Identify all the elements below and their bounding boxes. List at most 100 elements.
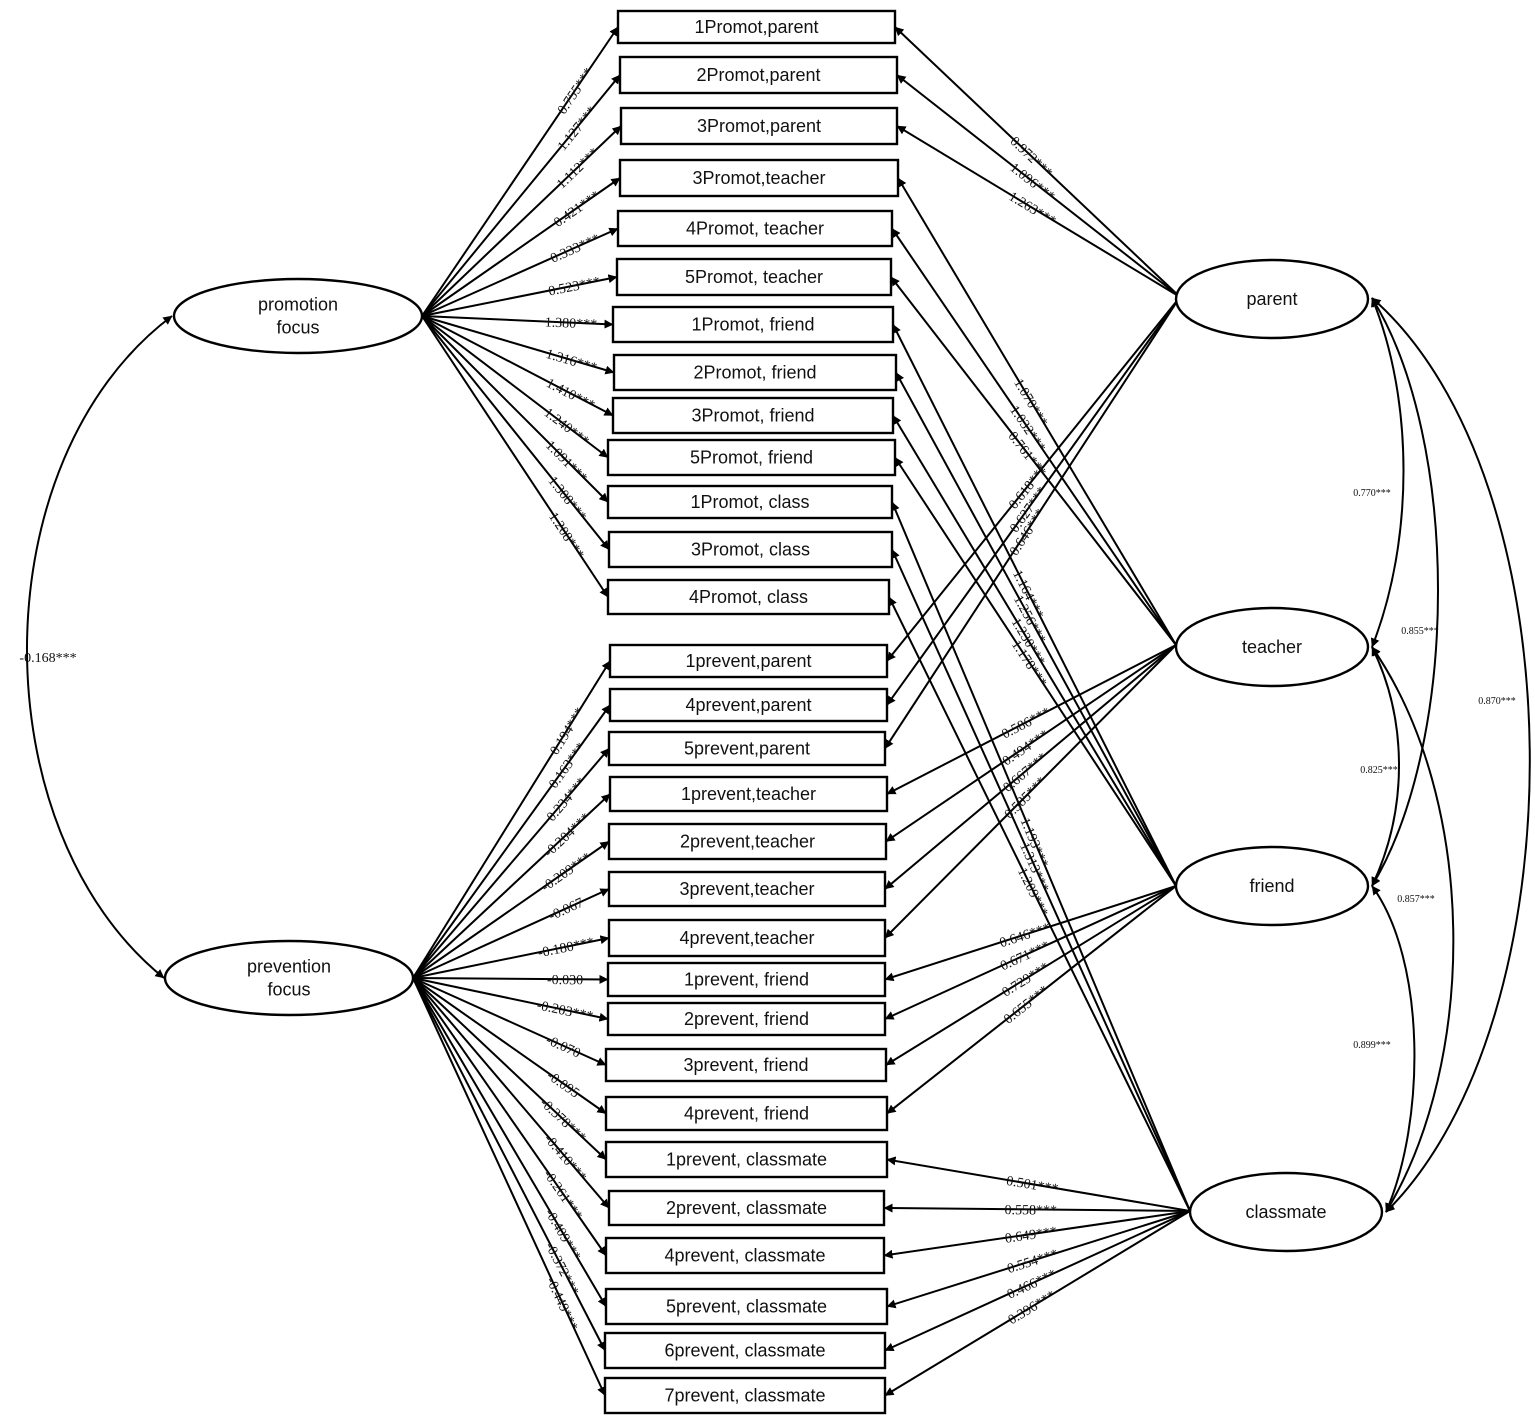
focus-loading-path xyxy=(412,888,610,979)
indicator-box xyxy=(604,1095,889,1132)
indicator-label: 1prevent,teacher xyxy=(681,784,816,804)
latent-label: focus xyxy=(276,318,319,338)
latent-ellipse xyxy=(1174,606,1370,688)
indicator-label: 1prevent,parent xyxy=(685,651,811,671)
source-loading-path xyxy=(883,1210,1191,1259)
focus-loading-path xyxy=(421,315,609,503)
correlation-label-parent-classmate: 0.870*** xyxy=(1478,696,1516,707)
indicator-label: 5prevent, classmate xyxy=(666,1297,827,1317)
indicator-box xyxy=(616,9,897,45)
loading-path-layer xyxy=(412,26,1191,1397)
indicator-box xyxy=(616,209,894,248)
indicator-3promot-class: 3Promot, class xyxy=(607,530,894,569)
latent-label: focus xyxy=(267,980,310,1000)
latent-ellipse xyxy=(172,277,424,355)
source-loading-path xyxy=(894,456,1177,887)
source-loading-path xyxy=(896,125,1181,298)
focus-loading-path xyxy=(421,26,619,317)
indicator-box xyxy=(606,1001,887,1037)
indicator-2promot-parent: 2Promot,parent xyxy=(618,55,899,95)
latent-promotion: promotion focus xyxy=(172,277,424,355)
indicator-box xyxy=(606,961,887,998)
source-loading-path xyxy=(885,885,1177,1066)
latent-classmate: classmate xyxy=(1188,1171,1384,1253)
indicator-label: 2Promot, friend xyxy=(693,363,816,383)
source-loading-path xyxy=(890,276,1177,646)
indicator-box xyxy=(603,1376,887,1415)
source-loading-path xyxy=(894,26,1181,298)
source-loading-path xyxy=(897,177,1177,646)
focus-loading-path xyxy=(421,315,609,598)
source-loading-path xyxy=(892,414,1177,887)
source-loading-path xyxy=(891,501,1191,1212)
source-loading-path xyxy=(891,227,1177,646)
source-loading-path xyxy=(886,296,1181,662)
correlation-arc-parent-friend xyxy=(1371,297,1439,887)
indicator-box xyxy=(604,1047,888,1083)
indicator-box xyxy=(618,55,899,95)
indicator-2prevent-friend: 2prevent, friend xyxy=(606,1001,887,1037)
source-loading-path xyxy=(892,324,1177,887)
focus-loading-path xyxy=(421,74,621,317)
focus-loading-path xyxy=(412,977,607,1161)
indicator-3promot-friend: 3Promot, friend xyxy=(611,396,895,435)
indicator-box xyxy=(604,1140,889,1179)
indicator-label: 3Promot,parent xyxy=(697,116,821,136)
source-loading-path xyxy=(885,644,1177,843)
source-loading-path xyxy=(884,1210,1191,1352)
focus-loading-label: -0.095 xyxy=(544,1068,582,1101)
source-loading-label: 0.649*** xyxy=(1004,1224,1058,1246)
latent-label: prevention xyxy=(247,957,331,977)
indicator-label: 4prevent,parent xyxy=(685,695,811,715)
indicator-label: 3prevent,teacher xyxy=(679,879,814,899)
latent-label: promotion xyxy=(258,295,338,315)
focus-loading-path xyxy=(412,974,609,984)
focus-loading-label: -0.070 xyxy=(543,1033,582,1062)
indicator-box xyxy=(618,158,900,198)
focus-loading-label: 0.523*** xyxy=(547,275,601,300)
indicator-label: 4Promot, teacher xyxy=(686,219,824,239)
focus-loading-path xyxy=(421,227,619,317)
focus-loading-path xyxy=(412,704,611,979)
focus-loading-label: -0.067 xyxy=(547,896,586,925)
correlation-arc-friend-classmate xyxy=(1371,885,1416,1213)
latent-ellipse xyxy=(163,939,415,1017)
indicator-label: 5prevent,parent xyxy=(684,739,810,759)
source-loading-path xyxy=(886,1210,1191,1309)
indicator-label: 4prevent, classmate xyxy=(664,1246,825,1266)
latent-ellipse xyxy=(1174,845,1370,927)
focus-loading-path xyxy=(412,840,610,979)
latent-parent: parent xyxy=(1174,258,1370,340)
focus-loading-label: -0.180*** xyxy=(537,935,596,961)
latent-label: friend xyxy=(1249,876,1294,896)
focus-loading-path xyxy=(412,977,609,1022)
indicator-box xyxy=(606,438,897,477)
indicator-3prevent-teacher: 3prevent,teacher xyxy=(607,870,887,908)
indicator-box xyxy=(608,775,889,813)
focus-loading-path xyxy=(421,274,618,317)
indicator-1prevent-classmate: 1prevent, classmate xyxy=(604,1140,889,1179)
indicator-box xyxy=(611,396,895,435)
source-loading-path xyxy=(891,549,1191,1212)
indicator-3prevent-friend: 3prevent, friend xyxy=(604,1047,888,1083)
indicator-label: 3Promot,teacher xyxy=(692,168,825,188)
focus-loading-path xyxy=(412,977,610,1209)
indicator-label: 2Promot,parent xyxy=(696,65,820,85)
correlation-arc-teacher-classmate xyxy=(1371,646,1455,1213)
focus-loading-path xyxy=(421,315,614,417)
source-loading-path xyxy=(886,1156,1191,1212)
indicator-label: 5Promot, teacher xyxy=(685,267,823,287)
indicator-3promot-teacher: 3Promot,teacher xyxy=(618,158,900,198)
indicator-box xyxy=(619,106,899,146)
indicator-box xyxy=(607,1189,886,1227)
source-loading-path xyxy=(886,296,1181,706)
indicator-box xyxy=(608,643,889,679)
indicator-4prevent-parent: 4prevent,parent xyxy=(608,687,889,723)
source-loading-label: 0.558*** xyxy=(1005,1203,1058,1219)
indicator-label: 2prevent, friend xyxy=(684,1009,809,1029)
focus-loading-path xyxy=(412,660,611,979)
indicator-5promot-teacher: 5Promot, teacher xyxy=(615,257,893,297)
node-layer: 1Promot,parent2Promot,parent3Promot,pare… xyxy=(163,9,1384,1415)
indicator-5prevent-parent: 5prevent,parent xyxy=(607,730,887,767)
indicator-label: 3prevent, friend xyxy=(683,1055,808,1075)
